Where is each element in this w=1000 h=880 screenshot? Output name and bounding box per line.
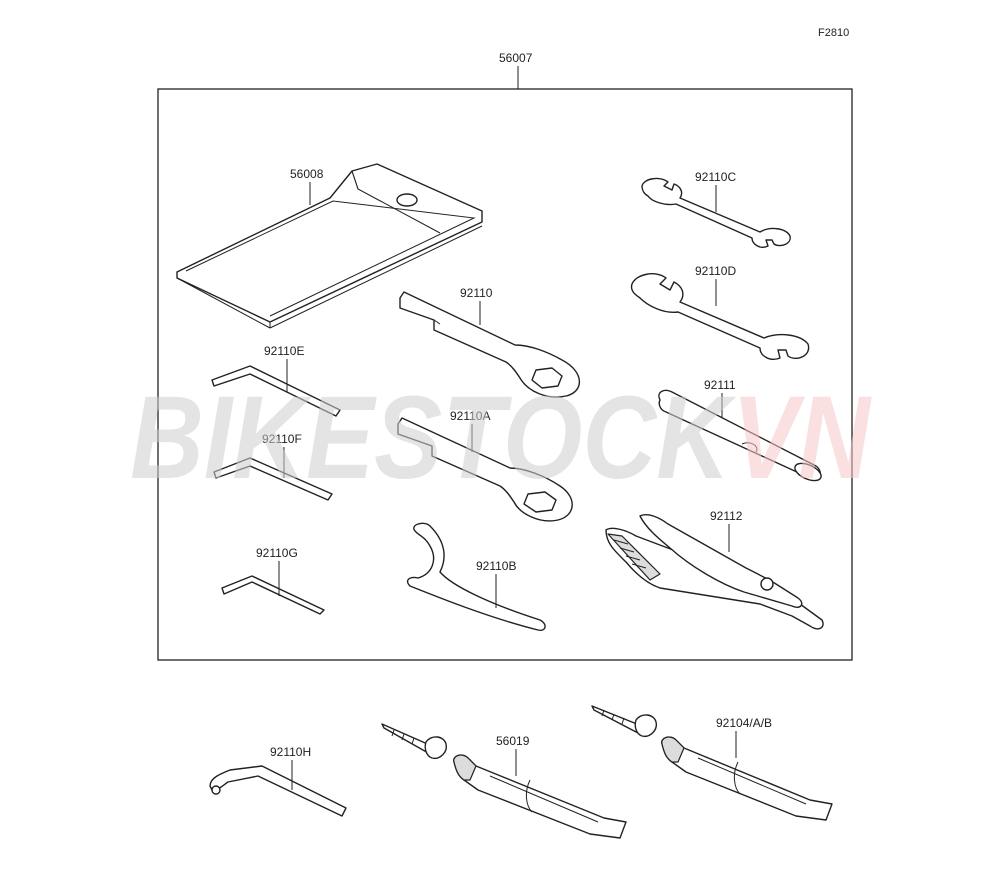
callout-92110e[interactable]: 92110E xyxy=(264,344,304,392)
part-label-56007: 56007 xyxy=(499,51,533,65)
watermark-text-right: VN xyxy=(732,372,872,504)
part-label-92110b: 92110B xyxy=(476,559,516,573)
hex-key-92110e[interactable] xyxy=(211,365,341,417)
part-label-92110c: 92110C xyxy=(695,170,736,184)
callout-92110d[interactable]: 92110D xyxy=(695,264,736,306)
callout-92110f[interactable]: 92110F xyxy=(262,432,302,478)
callout-56007[interactable]: 56007 xyxy=(499,51,533,89)
sealant-tube-56019[interactable] xyxy=(453,754,627,839)
part-label-92104: 92104/A/B xyxy=(716,716,772,730)
nozzle-56019[interactable] xyxy=(381,723,447,759)
open-end-wrench-92110d[interactable] xyxy=(630,273,810,360)
part-label-92110d: 92110D xyxy=(695,264,736,278)
watermark: BIKESTOCK VN xyxy=(130,372,872,504)
callout-92111[interactable]: 92111 xyxy=(704,378,736,418)
part-label-92110h: 92110H xyxy=(270,745,311,759)
figure-code: F2810 xyxy=(818,27,849,39)
callout-56019[interactable]: 56019 xyxy=(496,734,530,776)
callout-92110b[interactable]: 92110B xyxy=(476,559,516,608)
extension-bar-92111[interactable] xyxy=(658,389,824,484)
hex-key-92110g[interactable] xyxy=(221,575,325,615)
ring-spanner-92110[interactable] xyxy=(399,291,581,398)
part-label-92110: 92110 xyxy=(460,286,493,300)
part-label-56019: 56019 xyxy=(496,734,530,748)
hex-key-92110f[interactable] xyxy=(213,457,333,501)
part-label-92112: 92112 xyxy=(710,509,743,523)
part-label-92110f: 92110F xyxy=(262,432,302,446)
hex-key-92110h[interactable] xyxy=(209,765,347,817)
callout-56008[interactable]: 56008 xyxy=(290,167,324,205)
part-label-92110g: 92110G xyxy=(256,546,298,560)
ring-spanner-92110a[interactable] xyxy=(397,417,573,522)
c-spanner-92110b[interactable] xyxy=(406,522,546,632)
part-label-92110a: 92110A xyxy=(450,409,490,423)
part-label-56008: 56008 xyxy=(290,167,324,181)
pliers-92112[interactable] xyxy=(605,514,824,630)
open-end-wrench-92110c[interactable] xyxy=(641,177,791,248)
tool-pouch-56008[interactable] xyxy=(176,163,483,329)
callout-92112[interactable]: 92112 xyxy=(710,509,743,552)
sealant-tube-92104[interactable] xyxy=(661,736,833,821)
callout-92110h[interactable]: 92110H xyxy=(270,745,311,790)
part-label-92111: 92111 xyxy=(704,378,736,392)
callout-92104[interactable]: 92104/A/B xyxy=(716,716,772,758)
callout-92110g[interactable]: 92110G xyxy=(256,546,298,596)
nozzle-92104[interactable] xyxy=(591,705,657,737)
callout-92110c[interactable]: 92110C xyxy=(695,170,736,212)
part-label-92110e: 92110E xyxy=(264,344,304,358)
watermark-text-left: BIKESTOCK xyxy=(130,372,737,504)
kit-boundary-box xyxy=(157,88,853,661)
callout-92110a[interactable]: 92110A xyxy=(450,409,490,452)
callout-92110[interactable]: 92110 xyxy=(460,286,493,325)
